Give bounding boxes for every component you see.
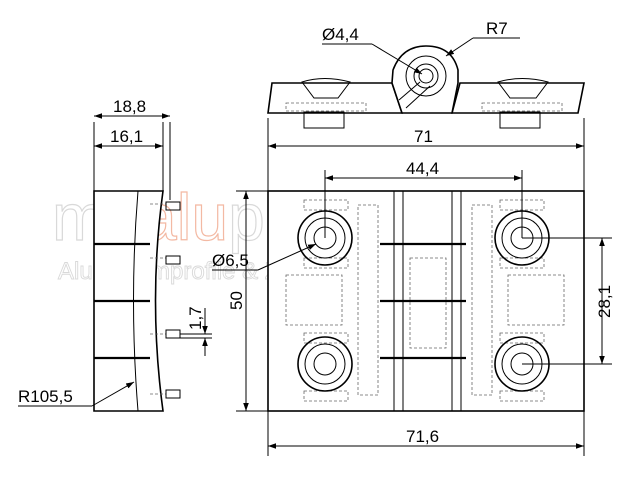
side-view (93, 122, 181, 412)
label-side-radius: R105,5 (18, 387, 73, 406)
label-thickness: 1,7 (186, 306, 205, 330)
label-height: 50 (227, 291, 246, 310)
label-side-width-inner: 16,1 (110, 127, 143, 146)
dimension-labels: Ø4,4 R7 18,8 16,1 71 44,4 Ø6,5 50 1,7 28… (18, 19, 614, 446)
front-view (267, 190, 585, 412)
label-hole-spacing-vertical: 28,1 (595, 285, 614, 318)
label-counterbore-diameter: Ø6,5 (212, 251, 249, 270)
label-hole-spacing-horizontal: 44,4 (406, 159, 439, 178)
label-bore-top: Ø4,4 (322, 25, 359, 44)
hole-bottom-left (297, 336, 353, 392)
label-front-width-bottom: 71,6 (406, 427, 439, 446)
label-front-width-top: 71 (414, 127, 433, 146)
dimension-lines (18, 37, 612, 456)
top-view (267, 45, 585, 129)
label-radius-top: R7 (486, 19, 508, 38)
label-side-width-outer: 18,8 (113, 97, 146, 116)
